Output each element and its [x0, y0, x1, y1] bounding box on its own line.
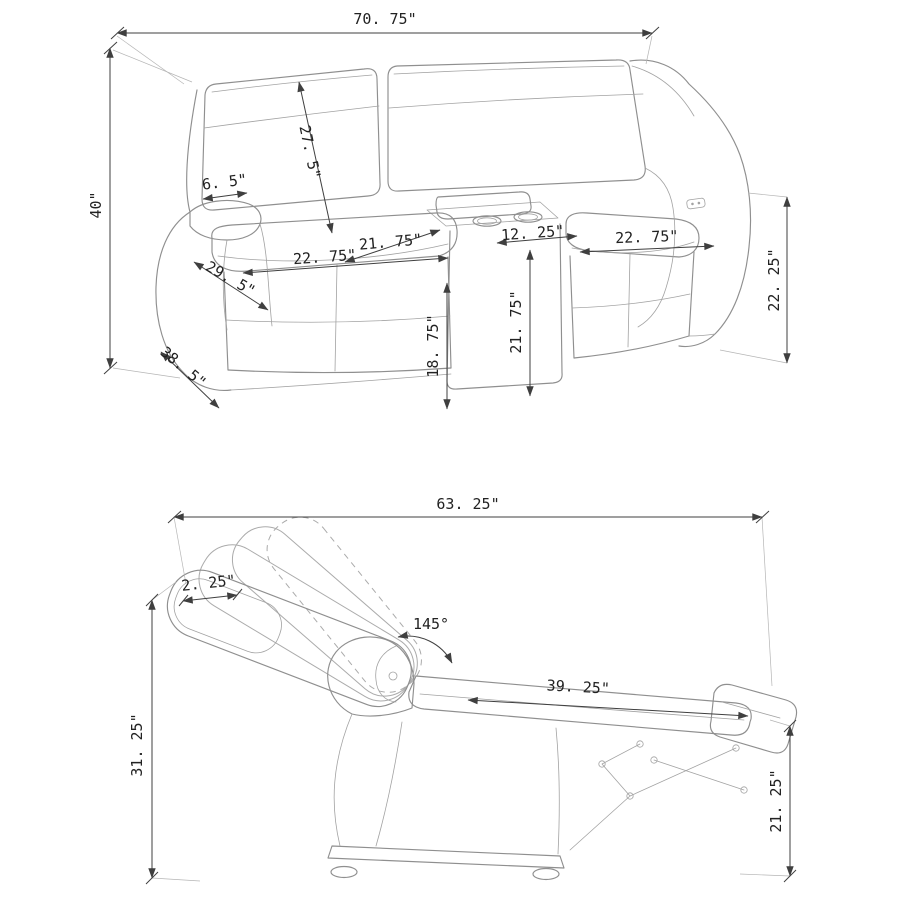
seat-right-crease: [627, 253, 631, 348]
cupholder-right: [513, 211, 543, 223]
arm-left-front-inner: [259, 223, 273, 327]
seat-right-front-bottom: [573, 335, 690, 359]
usb-port-icon: [697, 201, 701, 205]
console-front-face: [446, 223, 563, 390]
back-cushion-right: [387, 59, 646, 192]
dim-arc-recline-angle: [397, 631, 453, 664]
cupholder-left: [472, 215, 502, 227]
dim-line-headrest-extension: [182, 592, 238, 604]
dim-label-recline-angle: 145°: [413, 615, 449, 633]
base-right-rail: [688, 333, 716, 337]
dim-label-console-width: 12. 25": [500, 222, 564, 244]
dim-label-console-front-height: 21. 75": [507, 290, 525, 353]
backrest-reclined: [166, 569, 412, 708]
dim-line-back-length: [467, 696, 749, 720]
recliner-base: [327, 713, 565, 881]
back-cushion-left-top-seam: [211, 74, 373, 93]
dim-label-headrest-extension: 2. 25": [181, 571, 237, 595]
dim-label-arm-front-depth: 29. 5": [203, 257, 259, 300]
back-cushion-left: [201, 68, 381, 211]
dim-line-arm-top-width: [202, 190, 248, 202]
dim-label-arm-side-height: 22. 25": [765, 248, 783, 311]
base-front-rail: [230, 373, 452, 391]
backrest-ghost-low: [198, 544, 415, 702]
dim-line-seat-depth: [344, 229, 441, 263]
recliner-dimensions: 63. 25" 2. 25" 145° 39. 25" 31. 25": [128, 495, 797, 885]
usb-panel-icon: [686, 197, 706, 210]
power-button-panel: [686, 197, 706, 210]
seat-left-front-seam: [225, 315, 451, 323]
dim-line-console-width: [496, 233, 578, 246]
dim-label-overall-height: 40": [87, 191, 105, 218]
console-top-surface: [426, 201, 559, 227]
dim-label-back-length: 39. 25": [546, 676, 610, 697]
backrest-positions: [166, 516, 422, 708]
dim-label-back-cushion-height: 27. 5": [295, 124, 324, 181]
back-cushion-right-top-seam: [393, 65, 625, 75]
power-button-icon: [691, 202, 694, 206]
console-lid: [435, 191, 532, 220]
seat-cushion-right: [565, 212, 700, 258]
loveseat-drawing: 70. 75" 40" 27. 5" 6. 5" 22. 75" 21. 75"…: [87, 10, 791, 410]
seat-left-front-bottom: [227, 367, 452, 374]
dim-line-right-seat-width: [579, 242, 715, 256]
dim-label-reclined-length: 63. 25": [436, 495, 499, 513]
cupholder-right-inner: [518, 213, 538, 221]
recliner-body: [166, 516, 798, 881]
dim-label-right-seat-width: 22. 75": [615, 227, 679, 247]
dim-label-seat-front-height: 18. 75": [424, 314, 442, 377]
dim-label-seat-depth: 21. 75": [358, 230, 423, 253]
dim-label-arm-top-width: 6. 5": [201, 170, 248, 193]
backrest-ghost-upright: [266, 516, 422, 693]
loveseat-body: [155, 59, 752, 391]
back-cushion-right-seam: [388, 93, 644, 109]
loveseat-dimensions: 70. 75" 40" 27. 5" 6. 5" 22. 75" 21. 75"…: [87, 10, 791, 410]
backrest-ghost-mid: [231, 526, 418, 697]
dim-label-overall-depth: 38. 5": [157, 343, 210, 392]
arm-right-inner: [637, 167, 676, 328]
seat-right-front-left-edge: [569, 255, 575, 359]
recline-pivot: [388, 671, 398, 681]
seat-right-front-right-edge: [688, 251, 695, 337]
dim-label-left-seat-width: 22. 75": [292, 246, 356, 268]
seat-left-crease: [334, 264, 338, 372]
seat-legrest-slab: [408, 675, 752, 736]
recliner-arm-curl: [375, 645, 397, 703]
dim-line-back-cushion-height: [297, 81, 334, 234]
recliner-drawing: 63. 25" 2. 25" 145° 39. 25" 31. 25": [128, 495, 798, 885]
cupholder-left-inner: [477, 217, 497, 225]
dim-label-footrest-height: 21. 25": [767, 769, 785, 832]
dim-label-reclined-height: 31. 25": [128, 713, 146, 776]
dim-line-overall-depth: [160, 351, 220, 409]
legrest-mechanism: [569, 740, 748, 851]
dim-label-overall-width: 70. 75": [353, 10, 416, 28]
arm-right-outer: [629, 59, 752, 348]
recliner-arm: [327, 636, 415, 717]
back-cushion-left-seam: [203, 105, 380, 129]
headrest-pillow: [173, 578, 282, 654]
seat-right-front-seam: [571, 293, 691, 309]
dim-line-arm-front-depth: [193, 261, 269, 311]
arm-right-top-line: [631, 65, 695, 117]
